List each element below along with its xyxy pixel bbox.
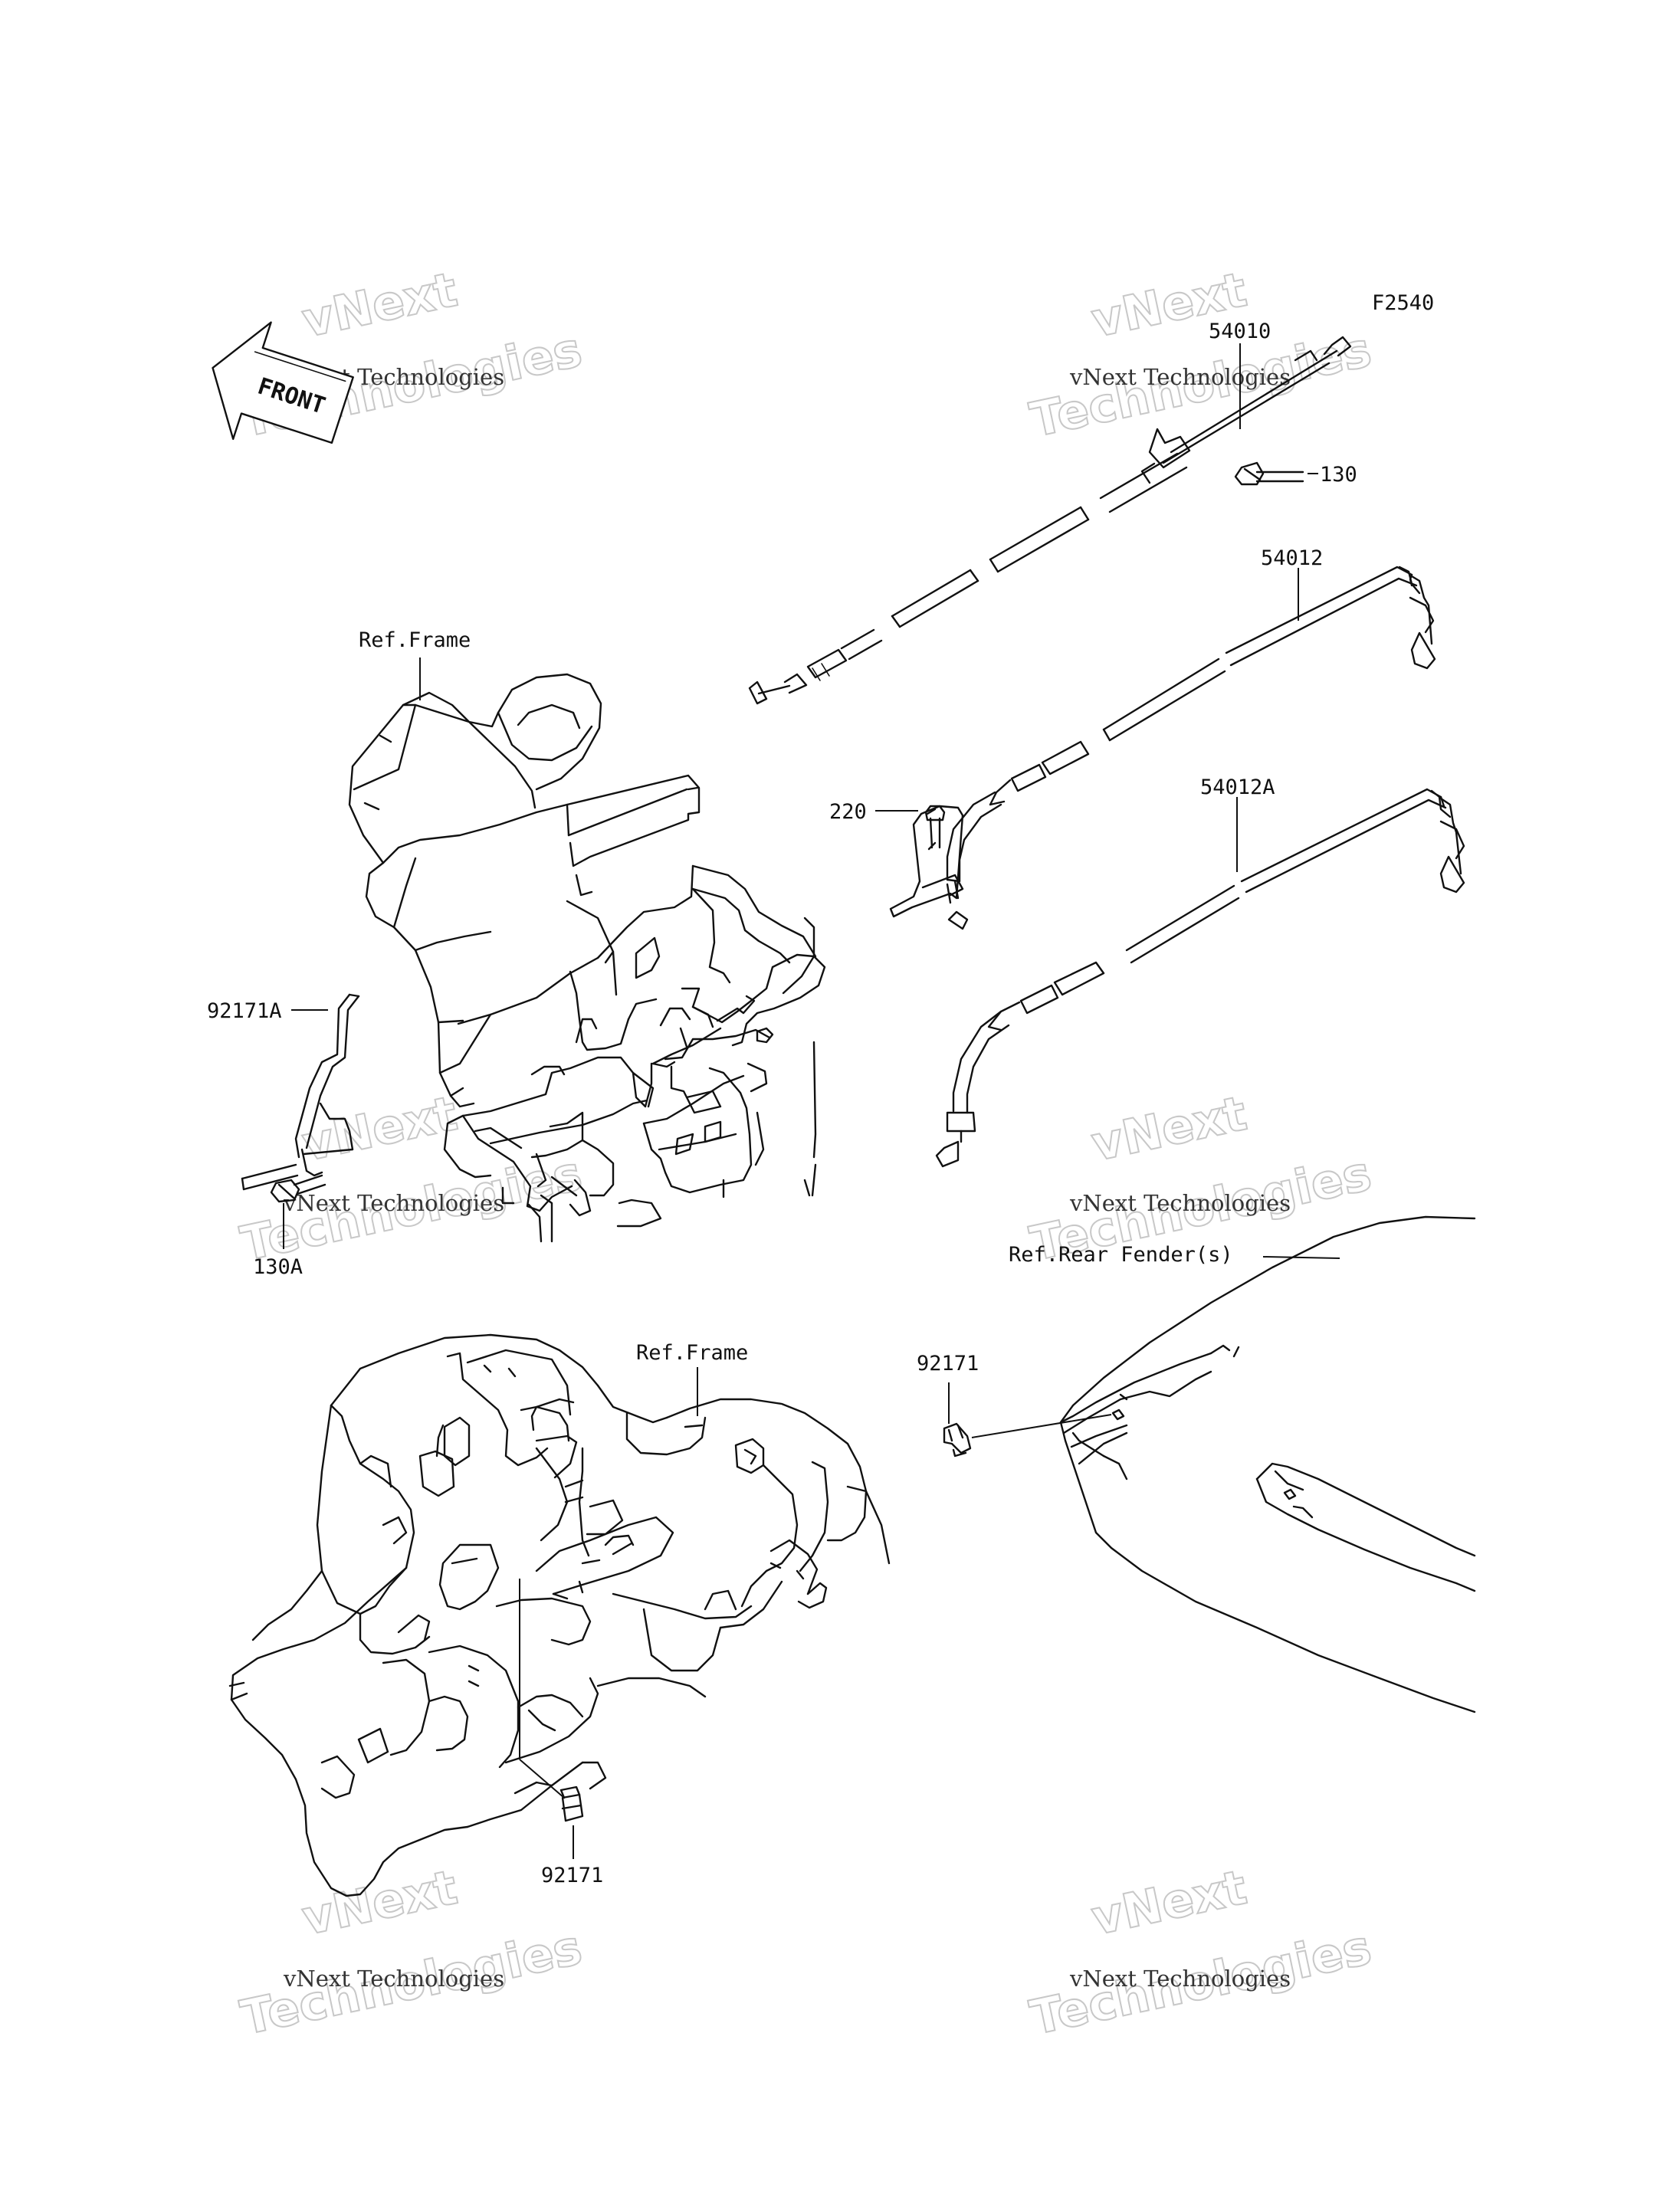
watermark-text: vNext Technologies — [283, 1190, 504, 1216]
ref-rear-fender-label: Ref.Rear Fender(s) — [1009, 1243, 1233, 1267]
clamp-92171-lower — [559, 1785, 584, 1822]
watermark-vnext: vNext — [1087, 1859, 1252, 1946]
leader-92171-lower-diagonal — [519, 1759, 565, 1799]
part-label-92171-lower: 92171 — [541, 1864, 603, 1887]
watermark-bottom-left: vNext Technologies vNext Technologies — [235, 1858, 587, 2047]
watermark-text: vNext Technologies — [1069, 1966, 1291, 1992]
part-label-220: 220 — [829, 800, 867, 824]
cable-bracket-220 — [889, 805, 969, 930]
rear-fender — [1059, 1215, 1476, 1713]
clamp-92171-fender — [943, 1422, 972, 1458]
watermark-text: vNext Technologies — [283, 1966, 504, 1992]
watermark-vnext: vNext — [1087, 1085, 1252, 1172]
part-label-54012A: 54012A — [1200, 776, 1275, 799]
part-label-130: 130 — [1320, 463, 1357, 487]
watermark-vnext: vNext — [297, 1085, 462, 1172]
cable-54012 — [946, 566, 1436, 883]
front-arrow-icon: FRONT — [212, 321, 354, 444]
bolt-130-icon — [1234, 461, 1304, 486]
cable-54012A — [935, 788, 1465, 1168]
frame-upper — [348, 673, 826, 1243]
part-label-130A: 130A — [253, 1255, 303, 1279]
leader-92171-fender-to-fender — [971, 1414, 1112, 1438]
ref-frame-top-label: Ref.Frame — [359, 628, 471, 652]
bolt-130A-icon — [270, 1174, 326, 1203]
part-label-92171-fender: 92171 — [917, 1352, 979, 1376]
watermark-vnext: vNext — [297, 261, 462, 349]
clamp-92171A — [241, 993, 360, 1191]
part-label-54010: 54010 — [1209, 320, 1271, 343]
watermark-text: vNext Technologies — [1069, 1190, 1291, 1216]
bolt-220-icon — [924, 805, 946, 849]
frame-lower — [228, 1333, 891, 1897]
part-label-92171A: 92171A — [207, 999, 282, 1023]
figure-code: F2540 — [1372, 291, 1434, 315]
watermark-vnext: vNext — [297, 1859, 462, 1946]
watermark-top-right: vNext Technologies vNext Technologies — [1025, 261, 1376, 449]
ref-frame-bottom-label: Ref.Frame — [636, 1341, 748, 1365]
watermark-text: vNext Technologies — [1069, 364, 1291, 390]
watermark-bottom-right: vNext Technologies vNext Technologies — [1025, 1858, 1376, 2047]
leader-rear-fender — [1262, 1256, 1340, 1259]
part-label-54012: 54012 — [1261, 546, 1323, 570]
cable-54010 — [748, 336, 1352, 705]
